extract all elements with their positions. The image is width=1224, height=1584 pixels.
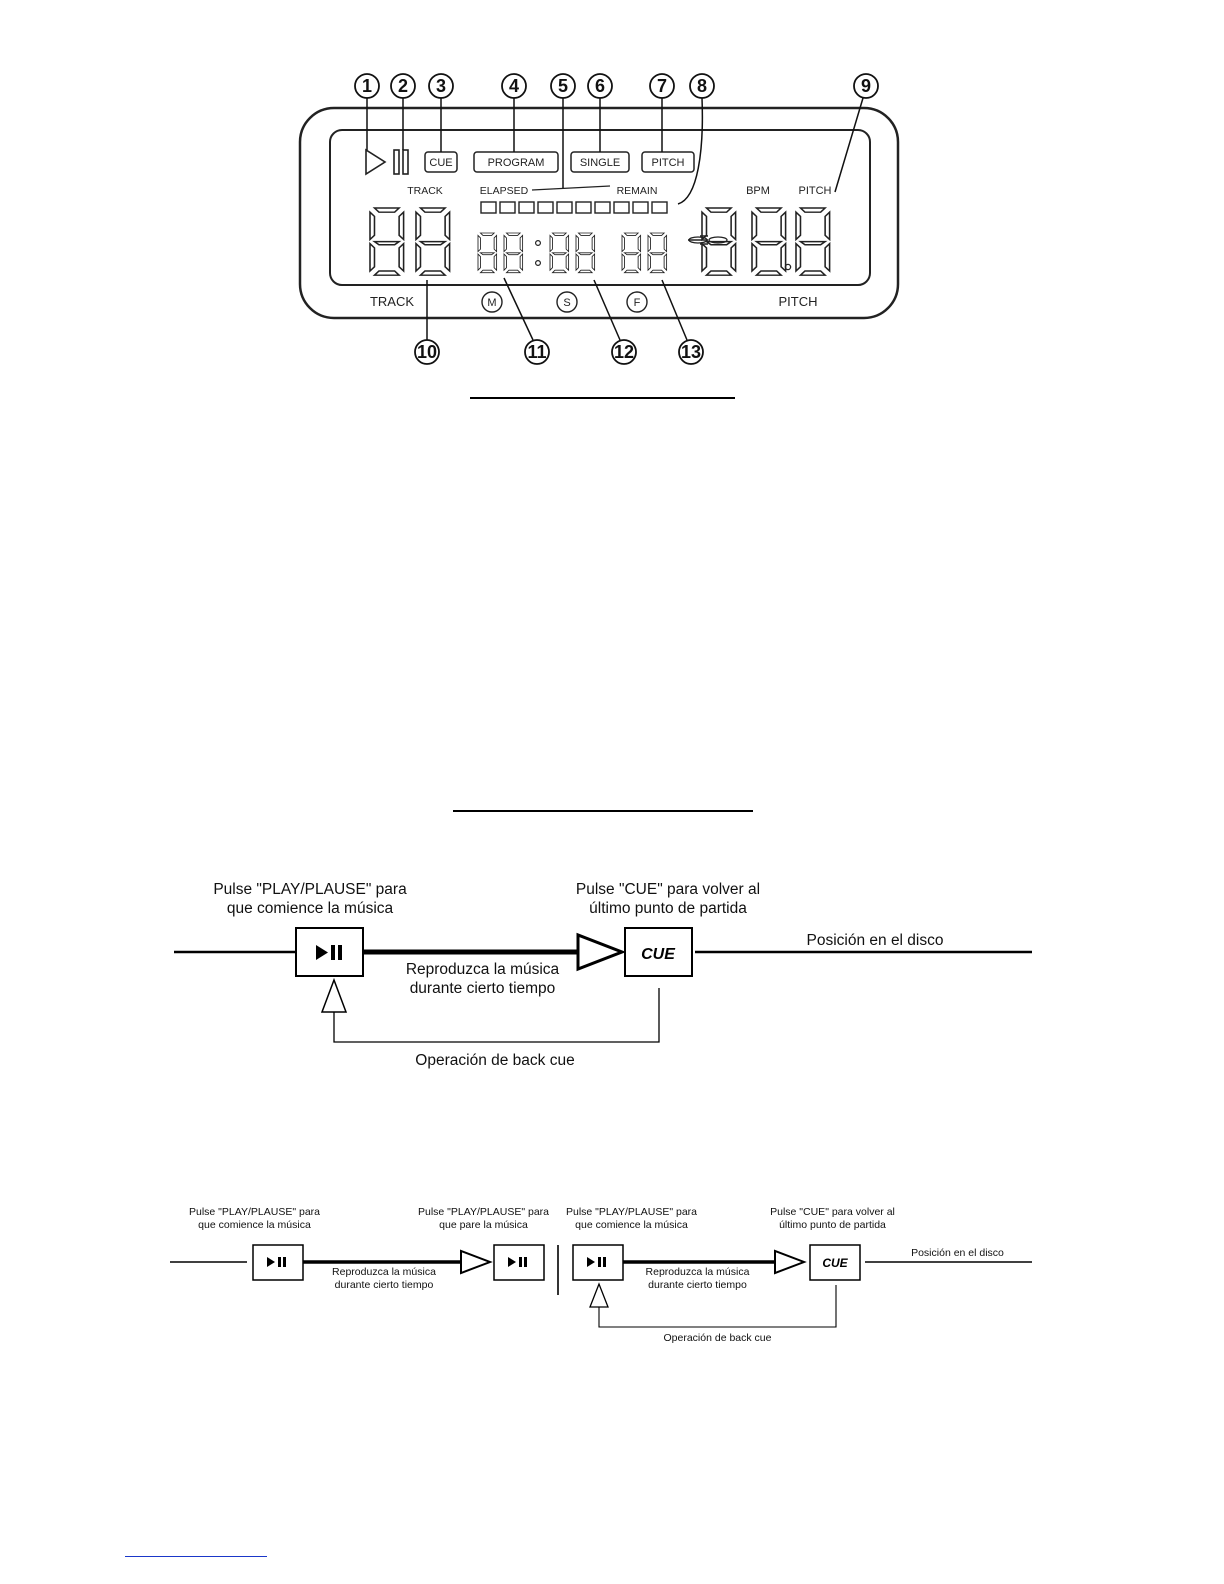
track-bottom-label: TRACK — [370, 294, 414, 309]
cue-button — [624, 927, 693, 977]
arrow-right-icon — [576, 932, 627, 972]
arrow-right-icon — [774, 1249, 807, 1275]
play-start-label-2: Pulse "PLAY/PLAUSE" para que comience la… — [566, 1206, 697, 1232]
track-top-label: TRACK — [407, 185, 443, 197]
pause-icon — [278, 1257, 281, 1267]
play-icon — [365, 148, 387, 176]
program-indicator: PROGRAM — [488, 157, 545, 169]
play-icon — [316, 945, 328, 960]
cue-button-2 — [809, 1244, 861, 1281]
section-rule-1 — [470, 397, 735, 399]
callout-8: 8 — [697, 76, 707, 96]
play-duration-label-1: Reproduzca la música durante cierto tiem… — [332, 1266, 436, 1292]
arrow-up-icon — [589, 1282, 609, 1308]
elapsed-label: ELAPSED — [480, 185, 529, 197]
section-rule-2 — [453, 810, 753, 812]
pause-icon — [393, 149, 400, 175]
back-cue-label: Operación de back cue — [415, 1052, 575, 1069]
lcd-display-diagram: CUE PROGRAM SINGLE PITCH TRACK ELAPSED R… — [290, 70, 910, 370]
time-digits — [477, 232, 668, 274]
cue-instruction-label: Pulse "CUE" para volver al último punto … — [575, 881, 761, 918]
play-stop-label: Pulse "PLAY/PLAUSE" para que pare la mús… — [418, 1206, 549, 1232]
minutes-label: M — [487, 297, 496, 309]
cue-return-label: Pulse "CUE" para volver al último punto … — [770, 1206, 895, 1232]
callout-1: 1 — [362, 76, 372, 96]
callout-5: 5 — [558, 76, 568, 96]
callout-13: 13 — [681, 342, 701, 362]
arrow-right-icon — [460, 1249, 493, 1275]
callout-10: 10 — [417, 342, 437, 362]
play-start-label: Pulse "PLAY/PLAUSE" para que comience la… — [189, 1206, 320, 1232]
callout-6: 6 — [595, 76, 605, 96]
remain-label: REMAIN — [617, 185, 658, 197]
single-indicator: SINGLE — [580, 157, 620, 169]
bpm-label: BPM — [746, 185, 770, 197]
callouts-top: 1 2 3 4 5 6 7 8 9 — [354, 73, 879, 205]
callout-2: 2 — [398, 76, 408, 96]
frames-label: F — [634, 297, 641, 309]
pitch-top-label: PITCH — [799, 185, 832, 197]
callout-11: 11 — [527, 342, 546, 362]
callouts-bottom: 10 11 12 13 — [414, 277, 704, 365]
progress-bar-segments — [480, 201, 668, 214]
pitch-indicator: PITCH — [652, 157, 685, 169]
pause-icon — [598, 1257, 601, 1267]
cue-button-label-2: CUE — [822, 1256, 848, 1270]
lcd-svg: CUE PROGRAM SINGLE PITCH TRACK ELAPSED R… — [298, 73, 900, 365]
play-duration-label-2: Reproduzca la música durante cierto tiem… — [645, 1266, 750, 1292]
lcd-outer-frame — [298, 106, 900, 320]
callout-12: 12 — [614, 342, 634, 362]
pitch-bottom-label: PITCH — [779, 294, 818, 309]
disc-position-label-2: Posición en el disco — [911, 1247, 1004, 1259]
back-cue-label-2: Operación de back cue — [663, 1332, 772, 1344]
arrow-up-icon — [320, 977, 348, 1013]
pause-icon — [331, 945, 335, 960]
footer-rule — [125, 1556, 267, 1557]
pause-icon — [519, 1257, 522, 1267]
callout-4: 4 — [509, 76, 519, 96]
callout-7: 7 — [657, 76, 667, 96]
cue-button-label: CUE — [641, 946, 676, 963]
play-duration-label: Reproduzca la música durante cierto tiem… — [405, 961, 560, 998]
callout-3: 3 — [436, 76, 446, 96]
disc-position-label: Posición en el disco — [806, 932, 944, 949]
play-icon — [508, 1257, 516, 1267]
play-icon — [587, 1257, 595, 1267]
cue-indicator: CUE — [429, 157, 452, 169]
pitch-digits — [688, 207, 831, 276]
seconds-label: S — [563, 297, 570, 309]
play-instruction-label: Pulse "PLAY/PLAUSE" para que comience la… — [213, 881, 407, 918]
play-icon — [267, 1257, 275, 1267]
callout-9: 9 — [861, 76, 871, 96]
